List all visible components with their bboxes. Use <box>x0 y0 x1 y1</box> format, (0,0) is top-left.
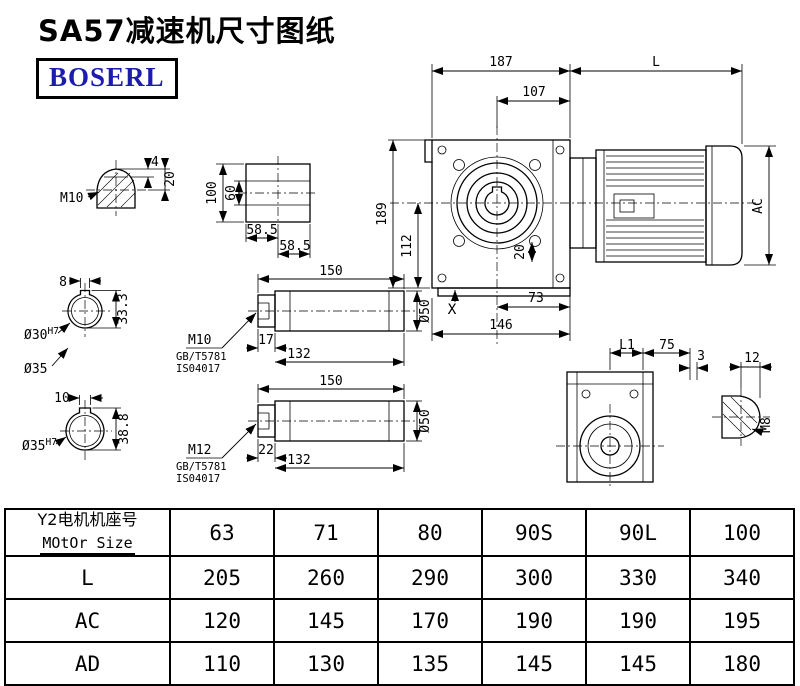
std-iso-b: IS04017 <box>176 473 220 485</box>
drawing-sheet: SA57减速机尺寸图纸 BOSERL <box>22 14 776 486</box>
table-row-AC: AC 120 145 170 190 190 195 <box>4 598 795 644</box>
motor-size-80: 80 <box>377 507 483 558</box>
shaft-end-top-view: M10 4 20 <box>60 155 178 216</box>
dim-100: 100 <box>205 181 220 204</box>
std-gb-b: GB/T5781 <box>176 461 227 473</box>
table-cell: 130 <box>273 641 379 686</box>
dim-73: 73 <box>528 291 544 306</box>
table-cell: 260 <box>273 555 379 601</box>
bore-label-35: Ø35H7 <box>22 437 57 454</box>
table-cell: 145 <box>273 598 379 644</box>
table-cell: 145 <box>585 641 691 686</box>
dim-146: 146 <box>489 318 512 333</box>
dim-12: 12 <box>744 351 760 366</box>
dim-L: L <box>652 55 660 70</box>
dim-58-5-a: 58.5 <box>246 223 277 238</box>
dim-10: 10 <box>54 391 70 406</box>
table-cell: 195 <box>689 598 795 644</box>
dim-150-b: 150 <box>319 374 342 389</box>
front-view: L1 75 3 <box>556 338 708 486</box>
thread-label-m8: M8 <box>759 417 774 433</box>
dim-4: 4 <box>151 155 159 170</box>
table-row-L: L 205 260 290 300 330 340 <box>4 555 795 601</box>
dim-33-3: 33.3 <box>116 293 131 324</box>
technical-drawing: 187 L 107 189 112 AC 20 73 146 X <box>22 55 776 486</box>
table-cell: 135 <box>377 641 483 686</box>
dim-8: 8 <box>59 275 67 290</box>
dim-20-end: 20 <box>163 171 178 187</box>
dim-d50-b: Ø50 <box>418 409 433 432</box>
thread-label-m12: M12 <box>188 443 211 458</box>
bore-section-30: 8 33.3 Ø30H7 Ø35 <box>24 275 131 377</box>
dim-17: 17 <box>258 333 274 348</box>
motor-size-100: 100 <box>689 507 795 558</box>
motor-size-63: 63 <box>169 507 275 558</box>
table-cell: 340 <box>689 555 795 601</box>
dim-AC: AC <box>751 198 766 214</box>
motor-size-header-cn: Y2电机机座号 <box>37 510 138 529</box>
thread-label-m10-end: M10 <box>60 191 83 206</box>
table-cell: 190 <box>481 598 587 644</box>
dim-112: 112 <box>400 234 415 257</box>
table-cell: 180 <box>689 641 795 686</box>
side-view: 187 L 107 189 112 AC 20 73 146 X <box>375 55 776 344</box>
table-row-AD: AD 110 130 135 145 145 180 <box>4 641 795 686</box>
page-title: SA57减速机尺寸图纸 <box>38 14 336 48</box>
row-label-AC: AC <box>4 598 171 644</box>
dim-d50-a: Ø50 <box>418 299 433 322</box>
dim-22: 22 <box>258 443 274 458</box>
motor-size-header-en: MOtOr Size <box>40 534 135 556</box>
std-iso-a: IS04017 <box>176 363 220 375</box>
label-X: X <box>448 302 457 318</box>
dim-58-5-b: 58.5 <box>279 239 310 254</box>
dim-L1: L1 <box>619 338 635 353</box>
shaft-drawing-m10: 150 Ø50 17 132 M10 GB/T5781 IS04017 <box>176 264 433 375</box>
thread-label-m10: M10 <box>188 333 211 348</box>
label-d35: Ø35 <box>24 362 47 377</box>
flange-top-view: 100 60 58.5 58.5 <box>205 156 318 258</box>
motor-size-header: Y2电机机座号 MOtOr Size <box>4 507 171 558</box>
dim-75: 75 <box>659 338 675 353</box>
std-gb-a: GB/T5781 <box>176 351 227 363</box>
dim-187: 187 <box>489 55 512 70</box>
bore-label-30: Ø30H7 <box>24 326 59 343</box>
table-cell: 170 <box>377 598 483 644</box>
dim-189: 189 <box>375 202 390 225</box>
dim-38-8: 38.8 <box>117 413 132 444</box>
row-label-L: L <box>4 555 171 601</box>
brand-logo-text: BOSERL <box>49 62 165 92</box>
table-cell: 205 <box>169 555 275 601</box>
dimension-table: Y2电机机座号 MOtOr Size 63 71 80 90S 90L 100 … <box>4 507 795 686</box>
table-cell: 300 <box>481 555 587 601</box>
table-cell: 330 <box>585 555 691 601</box>
bore-section-35: 10 38.8 Ø35H7 <box>22 391 132 460</box>
table-cell: 110 <box>169 641 275 686</box>
table-row-motor-size: Y2电机机座号 MOtOr Size 63 71 80 90S 90L 100 <box>4 507 795 558</box>
motor-size-90l: 90L <box>585 507 691 558</box>
dim-107: 107 <box>522 85 545 100</box>
dim-150-a: 150 <box>319 264 342 279</box>
brand-logo: BOSERL <box>36 58 178 99</box>
table-cell: 120 <box>169 598 275 644</box>
dim-60: 60 <box>224 185 239 201</box>
shaft-end-right-view: 12 M8 <box>712 351 774 446</box>
shaft-drawing-m12: 150 Ø50 22 132 M12 GB/T5781 IS04017 <box>176 374 433 485</box>
dim-3: 3 <box>697 349 705 364</box>
row-label-AD: AD <box>4 641 171 686</box>
dim-132-b: 132 <box>287 453 310 468</box>
dim-132-a: 132 <box>287 347 310 362</box>
motor-size-90s: 90S <box>481 507 587 558</box>
motor-size-71: 71 <box>273 507 379 558</box>
table-cell: 290 <box>377 555 483 601</box>
table-cell: 145 <box>481 641 587 686</box>
dim-20-side: 20 <box>513 244 528 260</box>
table-cell: 190 <box>585 598 691 644</box>
